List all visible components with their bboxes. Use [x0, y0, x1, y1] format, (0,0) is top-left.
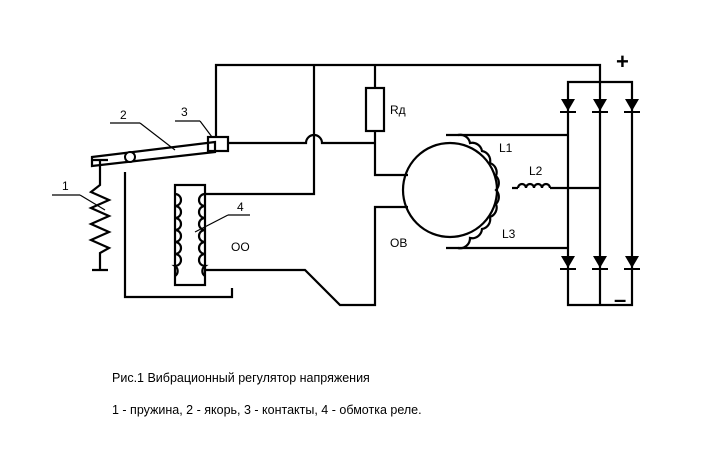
label-spring: 1 [62, 179, 69, 193]
label-armature: 2 [120, 108, 127, 122]
figure-legend: 1 - пружина, 2 - якорь, 3 - контакты, 4 … [112, 403, 422, 417]
label-relay-coil: ОО [231, 240, 250, 254]
wiring [123, 63, 634, 307]
label-l3: L3 [502, 227, 516, 241]
label-field-winding: ОВ [390, 236, 407, 250]
minus-terminal-label: – [614, 287, 626, 312]
contacts [175, 120, 230, 153]
label-resistor: Rд [390, 103, 406, 117]
armature [90, 122, 217, 168]
label-contacts: 3 [181, 105, 188, 119]
figure-caption: Рис.1 Вибрационный регулятор напряжения [112, 371, 370, 385]
resistor [364, 86, 386, 133]
spring [52, 158, 112, 272]
relay-winding [171, 183, 250, 287]
label-l2: L2 [529, 164, 543, 178]
plus-terminal-label: + [616, 49, 629, 74]
generator [401, 133, 552, 250]
label-relay-winding: 4 [237, 200, 244, 214]
label-l1: L1 [499, 141, 513, 155]
